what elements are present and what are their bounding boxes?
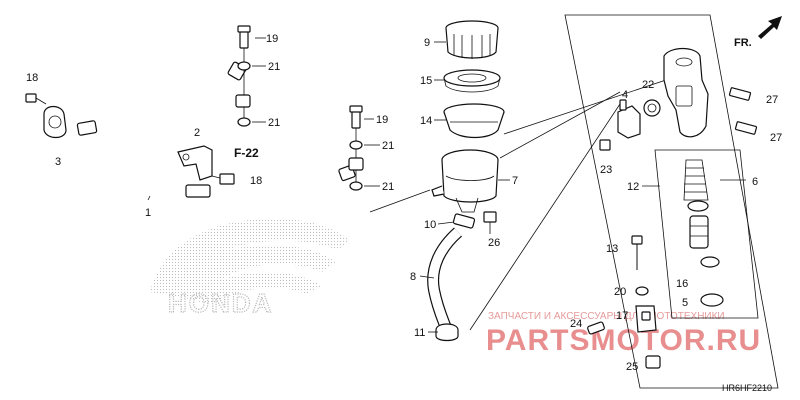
front-direction-arrow: FR. (734, 16, 782, 49)
lower-banjo-bolt-group (348, 105, 364, 191)
callout-3: 3 (55, 156, 61, 168)
reference-f22: F-22 (234, 146, 259, 160)
callout-23: 23 (600, 164, 612, 176)
callout-21-d: 21 (382, 181, 394, 193)
callout-21-c: 21 (382, 140, 394, 152)
callout-4: 4 (622, 89, 628, 101)
upper-banjo-bolt-group (235, 25, 251, 127)
callout-2: 2 (194, 127, 200, 139)
reservoir-cap (445, 20, 499, 59)
reservoir-diaphragm (443, 103, 505, 139)
callout-12: 12 (627, 181, 639, 193)
joint-and-oring (599, 99, 661, 151)
callout-17: 17 (616, 310, 628, 322)
callout-27-upper: 27 (766, 94, 778, 106)
front-label: FR. (734, 37, 752, 49)
callout-21-a: 21 (268, 61, 280, 73)
callout-20: 20 (614, 286, 626, 298)
mounting-bolts (728, 87, 758, 135)
callout-19-lower: 19 (376, 114, 388, 126)
callout-1: 1 (145, 207, 151, 219)
callout-25: 25 (626, 361, 638, 373)
honda-wing-logo: HONDA (150, 218, 350, 319)
callout-9: 9 (424, 37, 430, 49)
honda-logo-text: HONDA (168, 288, 273, 318)
callout-19-upper: 19 (266, 33, 278, 45)
diagram-code: HR6HF2210 (722, 383, 772, 393)
hose-stay (177, 145, 235, 185)
callout-18-lower: 18 (250, 175, 262, 187)
brake-hose (76, 61, 356, 198)
callout-8: 8 (410, 271, 416, 283)
callout-5: 5 (682, 297, 688, 309)
callout-7: 7 (512, 175, 518, 187)
hose-clip-group (25, 93, 67, 139)
callout-22: 22 (642, 79, 654, 91)
reservoir-plate (443, 69, 501, 93)
callout-13: 13 (606, 243, 618, 255)
callout-21-b: 21 (268, 117, 280, 129)
master-cylinder-body (663, 47, 709, 138)
push-rod-group (587, 235, 661, 369)
callout-15: 15 (420, 75, 432, 87)
reservoir-hose-group (427, 211, 497, 342)
callout-10: 10 (424, 219, 436, 231)
callout-16: 16 (676, 278, 688, 290)
watermark-logo: PARTSMOTOR.RU (486, 324, 761, 357)
brake-reservoir (431, 149, 499, 213)
watermark-caption: ЗАПЧАСТИ И АКСЕССУАРЫ ДЛЯ МОТОТЕХНИКИ (488, 311, 725, 322)
leader-lines (147, 37, 746, 333)
callout-11: 11 (414, 327, 425, 339)
master-cylinder-frame (369, 14, 779, 389)
watermark: ЗАПЧАСТИ И АКСЕССУАРЫ ДЛЯ МОТОТЕХНИКИ PA… (486, 311, 761, 357)
callout-27-lower: 27 (770, 132, 782, 144)
callout-6: 6 (752, 176, 758, 188)
callout-24: 24 (570, 318, 582, 330)
piston-set (683, 159, 724, 307)
callout-18-upper: 18 (26, 72, 38, 84)
callout-26: 26 (488, 237, 500, 249)
callout-14: 14 (420, 115, 432, 127)
callout-labels: 1 2 3 4 5 6 7 8 9 10 11 12 13 14 15 16 1… (26, 33, 782, 373)
